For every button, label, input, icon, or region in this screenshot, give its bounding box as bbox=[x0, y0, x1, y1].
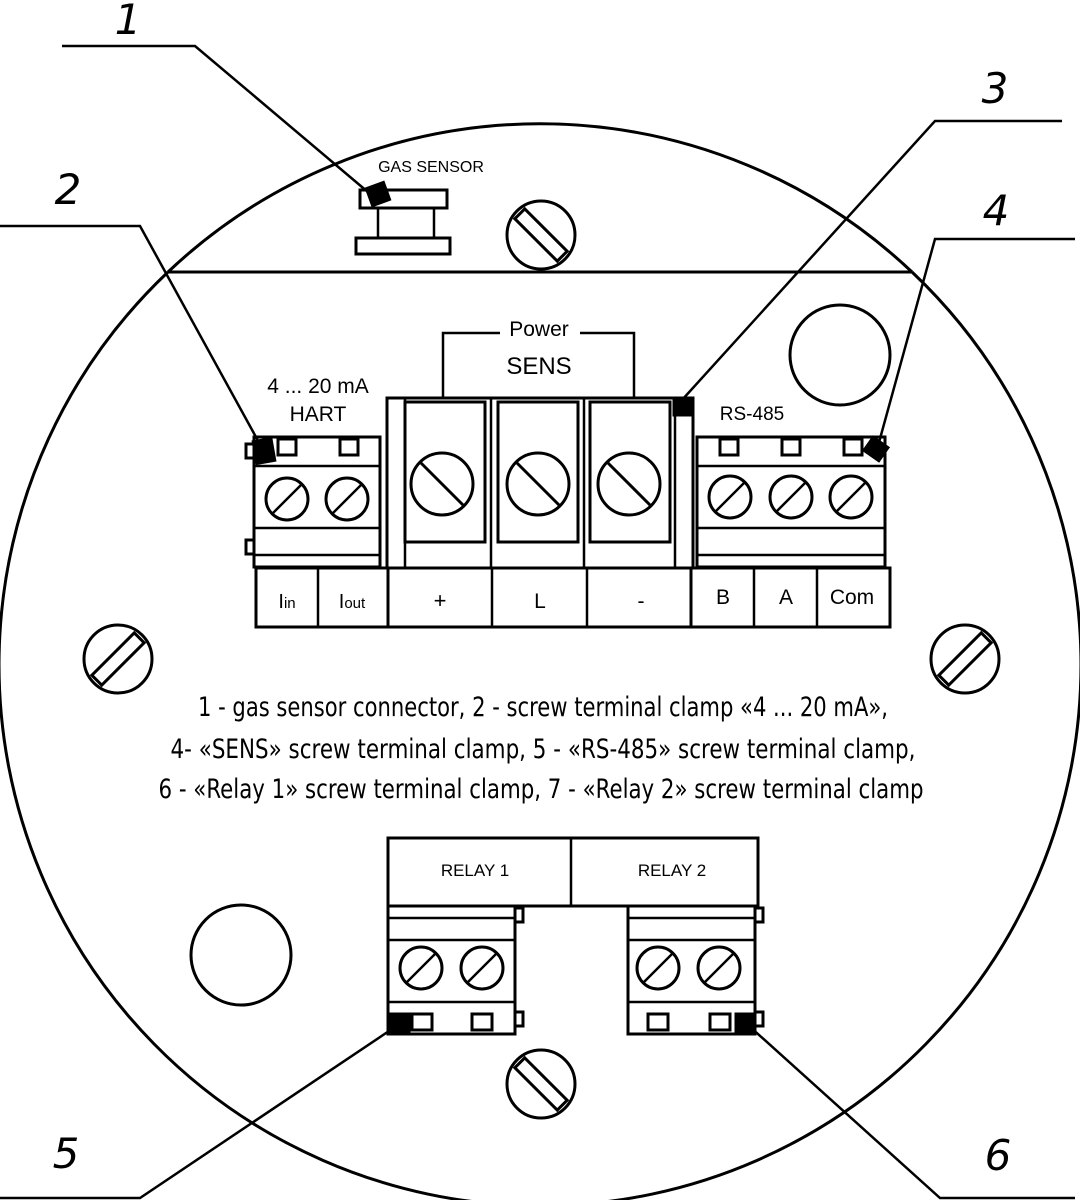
relay-label-box bbox=[386, 836, 760, 908]
housing bbox=[0, 122, 1080, 1200]
callout-1: 1 bbox=[115, 0, 142, 44]
terminal-l: L bbox=[534, 590, 546, 613]
terminal-minus: - bbox=[638, 590, 645, 613]
screw-bottom bbox=[505, 1048, 577, 1120]
leader-lines bbox=[0, 44, 1075, 1200]
callout-2: 2 bbox=[55, 165, 82, 214]
screw-left bbox=[82, 623, 154, 695]
callout-6: 6 bbox=[985, 1131, 1012, 1180]
caption-line-3: 6 - «Relay 1» screw terminal clamp, 7 - … bbox=[159, 774, 924, 805]
callout-3: 3 bbox=[982, 64, 1009, 113]
rs485-label: RS-485 bbox=[720, 404, 784, 425]
terminal-a: A bbox=[779, 586, 793, 609]
terminal-block-hart bbox=[244, 435, 382, 569]
terminal-b: B bbox=[716, 586, 730, 609]
gas-sensor-connector bbox=[354, 180, 452, 256]
terminal-plus: + bbox=[434, 588, 447, 613]
relay2-label: RELAY 2 bbox=[638, 861, 706, 880]
mounting-hole-top-right bbox=[788, 303, 892, 407]
mounting-hole-bottom-left bbox=[189, 903, 293, 1007]
caption-line-2: 4- «SENS» screw terminal clamp, 5 - «RS-… bbox=[171, 734, 916, 765]
current-range-label: 4 ... 20 mA bbox=[267, 375, 369, 398]
caption-line-1: 1 - gas sensor connector, 2 - screw term… bbox=[198, 692, 888, 723]
callout-4: 4 bbox=[983, 186, 1010, 235]
terminal-i-out: Iout bbox=[339, 591, 366, 613]
terminal-block-relay2 bbox=[626, 904, 765, 1036]
callout-5: 5 bbox=[53, 1129, 80, 1178]
power-sens-header bbox=[441, 331, 636, 398]
terminal-label-strip bbox=[254, 566, 892, 629]
screw-top bbox=[505, 199, 577, 271]
terminal-com: Com bbox=[830, 586, 874, 609]
terminal-block-rs485 bbox=[695, 435, 891, 569]
sens-label: SENS bbox=[506, 353, 571, 380]
hart-label: HART bbox=[290, 403, 347, 426]
relay1-label: RELAY 1 bbox=[441, 861, 509, 880]
terminal-i-in: Iin bbox=[278, 591, 295, 613]
screw-right bbox=[929, 623, 1001, 695]
power-label: Power bbox=[509, 318, 569, 341]
terminal-block-relay1 bbox=[386, 904, 525, 1036]
gas-sensor-label: GAS SENSOR bbox=[378, 159, 484, 176]
terminal-block-sens bbox=[385, 396, 695, 570]
